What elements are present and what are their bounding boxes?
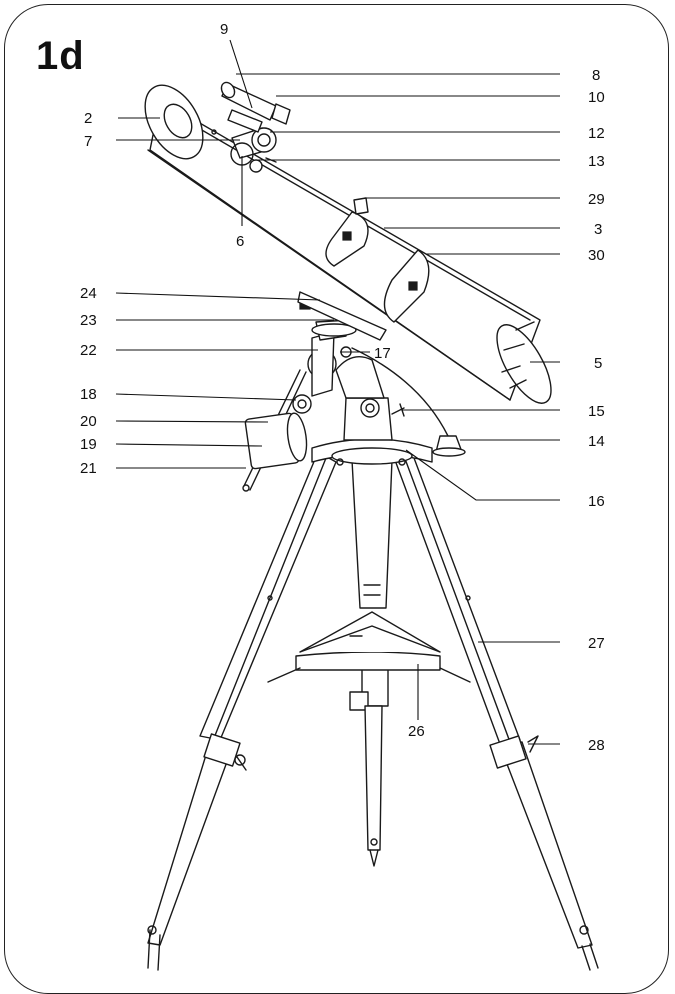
- tripod: [147, 438, 599, 971]
- callout-12: 12: [588, 125, 605, 142]
- optical-tube: [144, 81, 552, 404]
- callout-7: 7: [84, 133, 92, 150]
- callout-29: 29: [588, 191, 605, 208]
- callout-21: 21: [80, 460, 97, 477]
- callout-20: 20: [80, 413, 97, 430]
- callout-16: 16: [588, 493, 605, 510]
- callout-17: 17: [374, 345, 391, 362]
- callout-labels: 9 8 10 2 7 12 13 29 3 6 30 24 23 22 17 5…: [80, 21, 605, 754]
- callout-5: 5: [594, 355, 602, 372]
- callout-14: 14: [588, 433, 605, 450]
- leader-lines: [115, 39, 560, 745]
- figure-title: 1d: [36, 34, 85, 78]
- callout-24: 24: [80, 285, 97, 302]
- callout-22: 22: [80, 342, 97, 359]
- callout-28: 28: [588, 737, 605, 754]
- callout-10: 10: [588, 89, 605, 106]
- callout-18: 18: [80, 386, 97, 403]
- callout-27: 27: [588, 635, 605, 652]
- callout-3: 3: [594, 221, 602, 238]
- callout-19: 19: [80, 436, 97, 453]
- callout-23: 23: [80, 312, 97, 329]
- callout-2: 2: [84, 110, 92, 127]
- callout-30: 30: [588, 247, 605, 264]
- callout-26: 26: [408, 723, 425, 740]
- counterweight: [242, 369, 308, 492]
- callout-9: 9: [220, 21, 228, 38]
- callout-8: 8: [592, 67, 600, 84]
- equatorial-mount: [292, 319, 466, 457]
- callout-15: 15: [588, 403, 605, 420]
- callout-6: 6: [236, 233, 244, 250]
- callout-13: 13: [588, 153, 605, 170]
